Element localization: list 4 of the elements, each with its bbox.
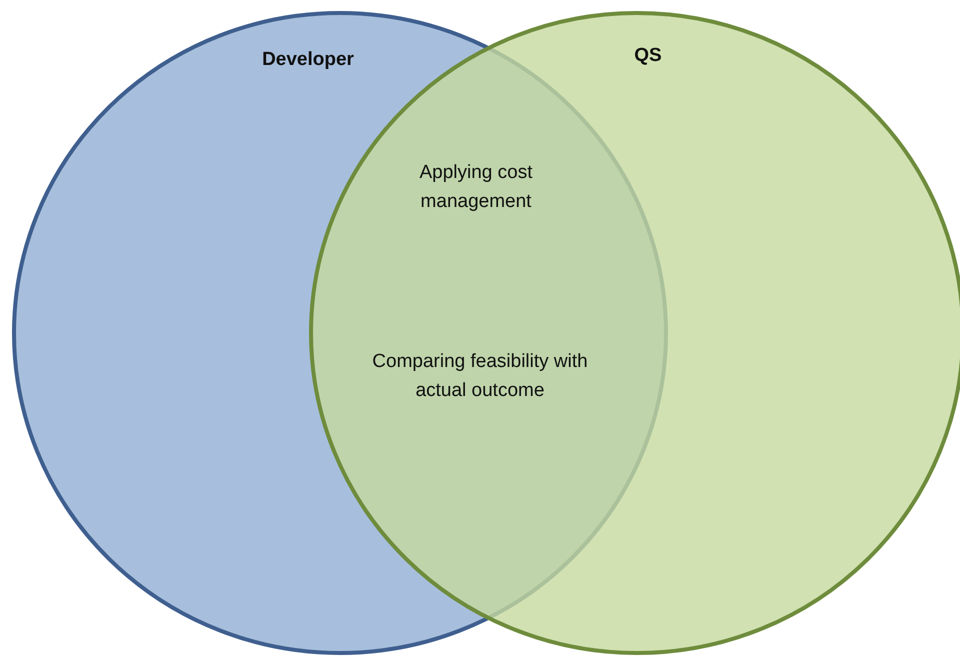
overlap-text: Applying cost management [418, 161, 534, 214]
circle-heading: QS [634, 45, 662, 67]
circle-heading: Developer [262, 49, 354, 71]
overlap-text: Comparing feasibility with actual outcome [371, 350, 589, 403]
